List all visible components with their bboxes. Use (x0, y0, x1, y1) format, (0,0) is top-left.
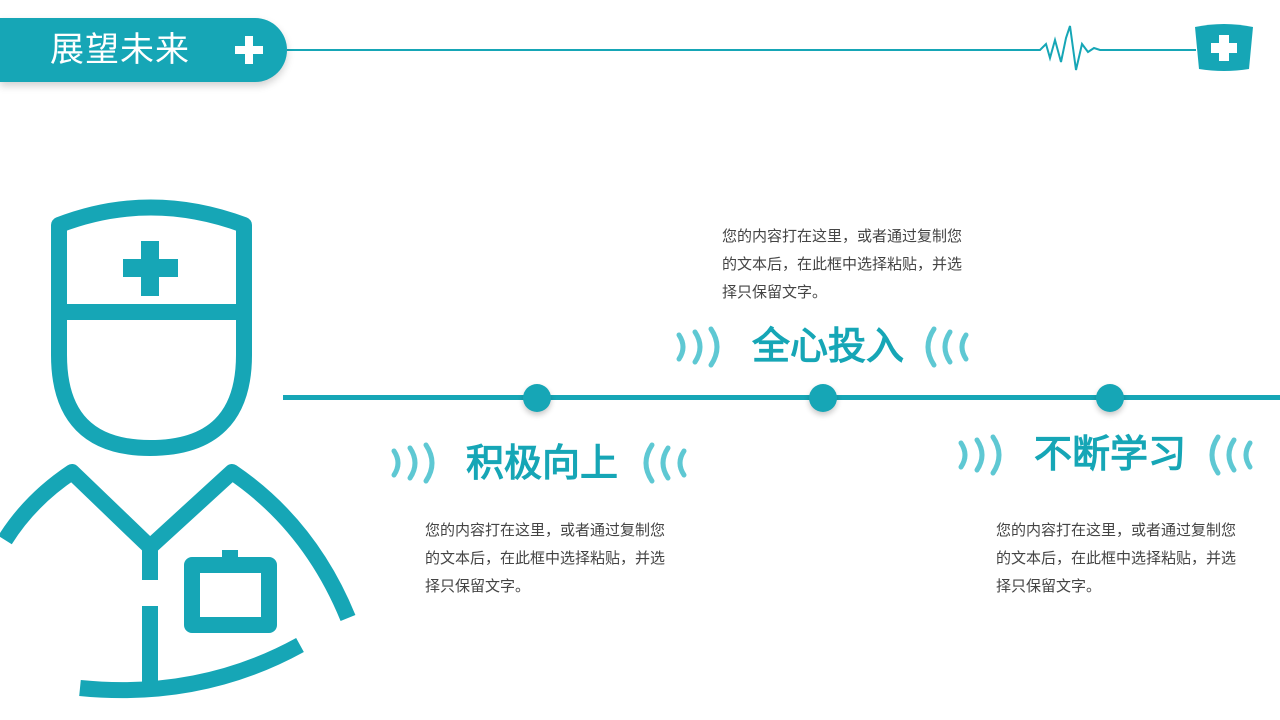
milestone-title-1: 积极向上 (466, 441, 619, 485)
header-heartbeat-line (287, 25, 1196, 71)
sound-wave-right-icon (958, 434, 1002, 476)
milestone-title-3: 不断学习 (1034, 432, 1187, 476)
timeline-line (283, 395, 1280, 400)
timeline-dot-2 (809, 384, 837, 412)
milestone-description-2: 您的内容打在这里，或者通过复制您的文本后，在此框中选择粘贴，并选择只保留文字。 (722, 227, 963, 301)
milestone-description-3: 您的内容打在这里，或者通过复制您的文本后，在此框中选择粘贴，并选择只保留文字。 (996, 521, 1237, 595)
sound-wave-left-icon (925, 326, 969, 368)
sound-wave-right-icon (391, 442, 435, 484)
sound-wave-left-icon (1209, 434, 1253, 476)
milestone-description-1: 您的内容打在这里，或者通过复制您的文本后，在此框中选择粘贴，并选择只保留文字。 (425, 521, 666, 595)
page-title: 展望未来 (50, 30, 190, 70)
timeline-dot-1 (523, 384, 551, 412)
sound-wave-right-icon (676, 326, 720, 368)
milestone-title-2: 全心投入 (752, 324, 905, 368)
doctor-figure-icon (0, 199, 356, 699)
plus-icon (235, 36, 263, 64)
title-tab: 展望未来 (0, 18, 287, 82)
sound-wave-left-icon (643, 442, 687, 484)
timeline-dot-3 (1096, 384, 1124, 412)
medical-cross-badge-icon (1195, 24, 1253, 71)
